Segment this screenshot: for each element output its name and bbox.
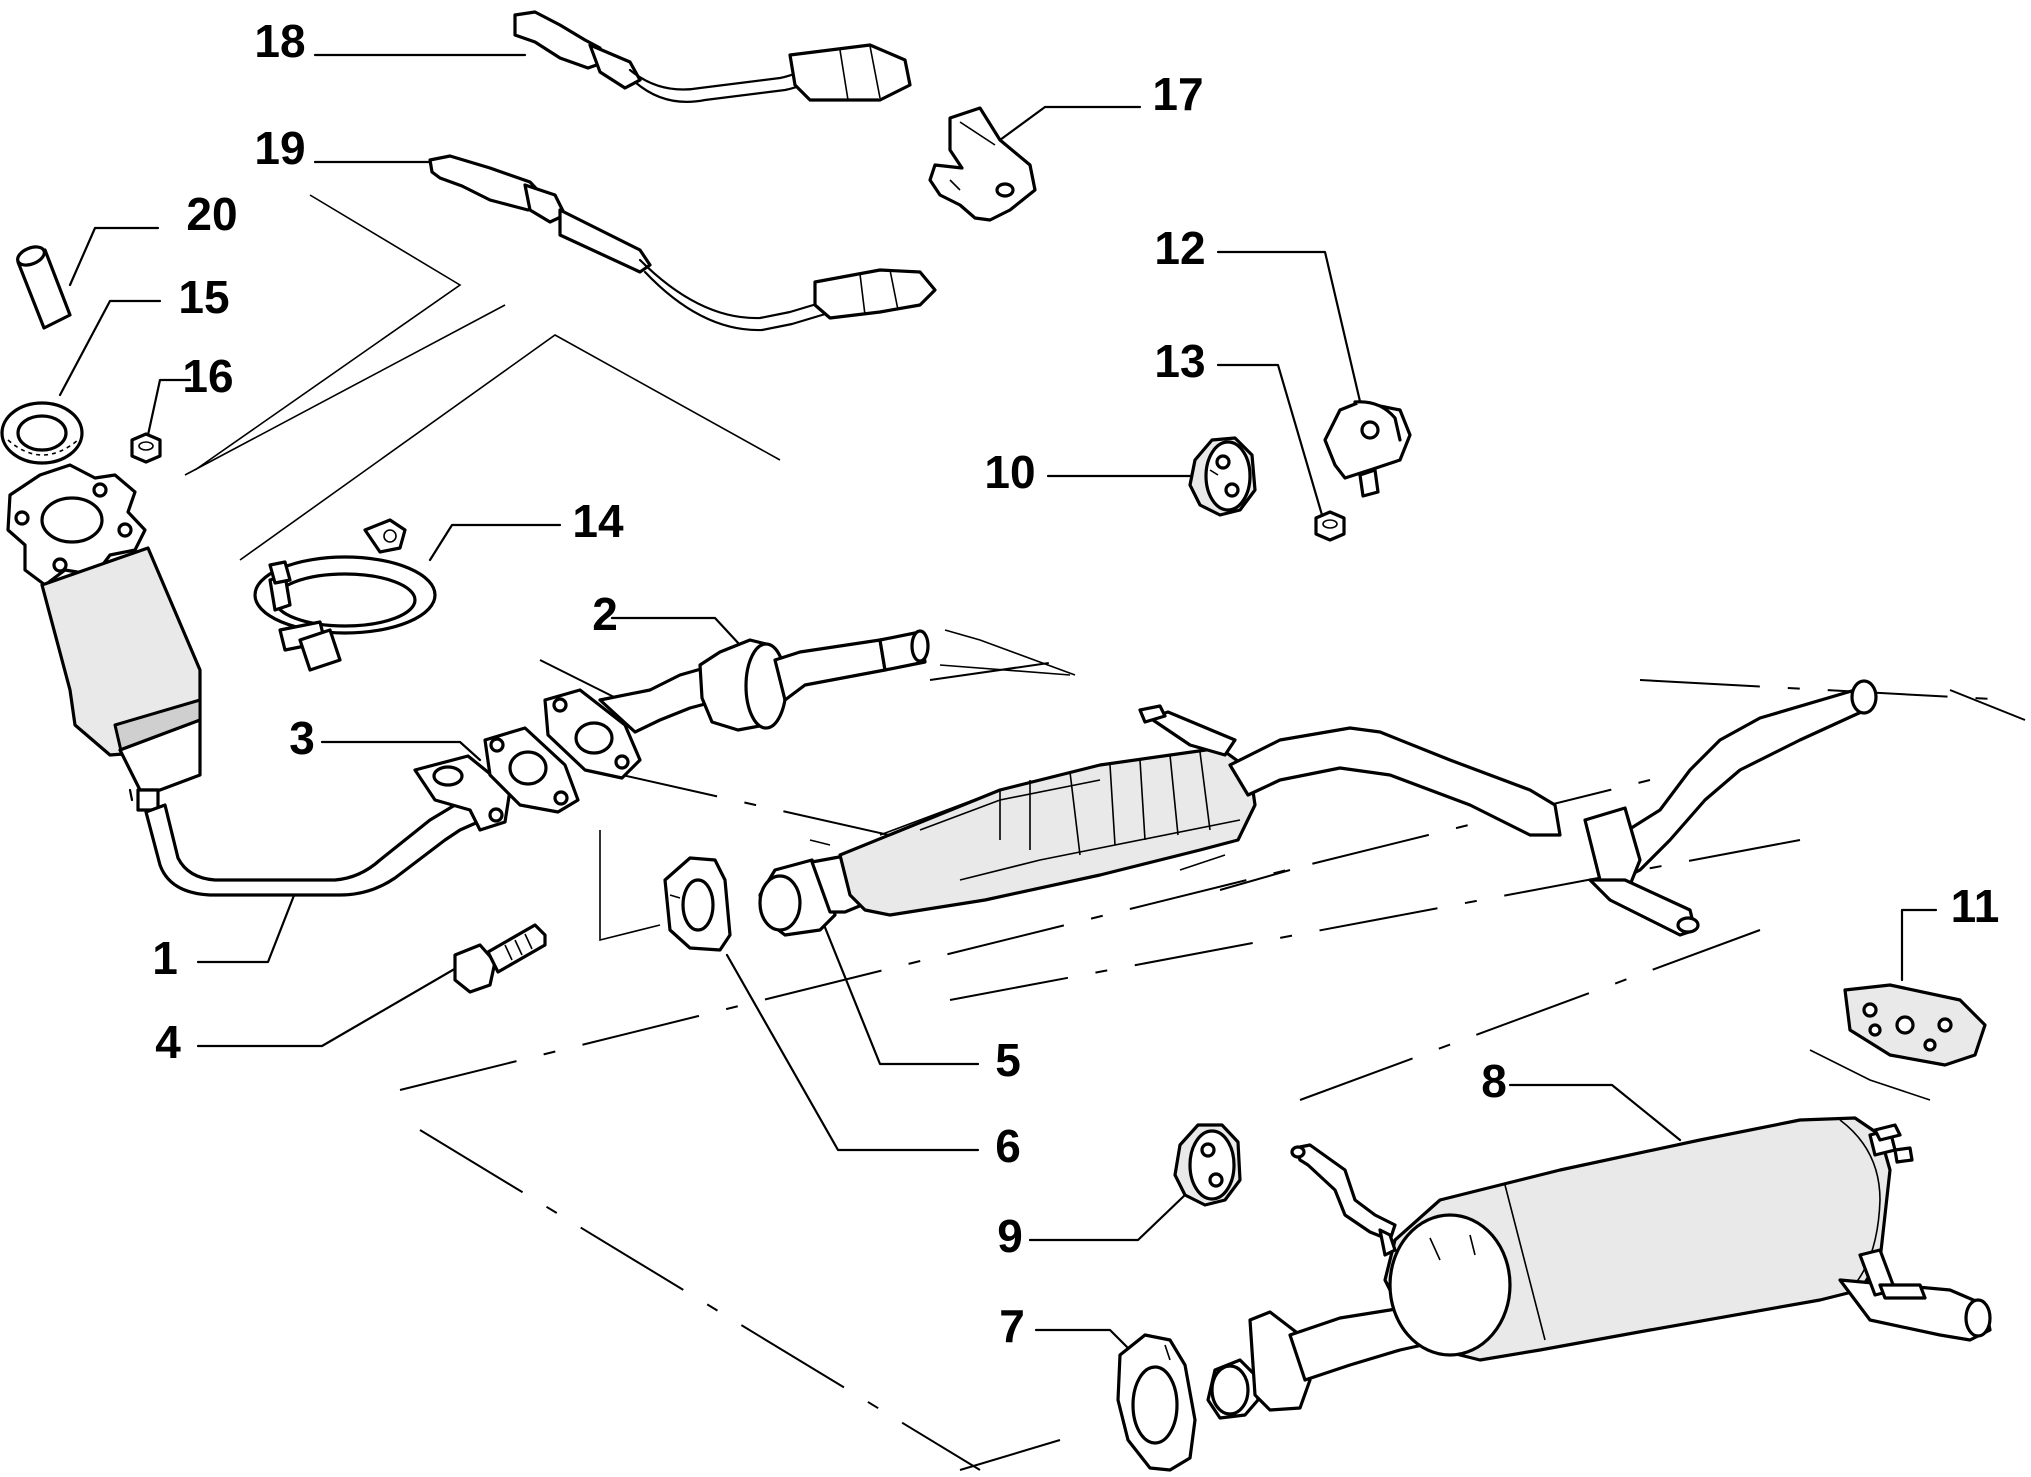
exhaust-clamp: [253, 518, 437, 672]
bolt-4: [453, 923, 547, 994]
bracket-12: [1323, 400, 1412, 498]
callout-3: 3: [289, 712, 315, 764]
callout-6: 6: [995, 1120, 1021, 1172]
nut-13: [1314, 510, 1346, 542]
rubber-hanger-9: [1173, 1123, 1242, 1207]
callout-4: 4: [155, 1016, 181, 1068]
callout-13: 13: [1154, 335, 1205, 387]
callout-5: 5: [995, 1034, 1021, 1086]
sleeve-part: [16, 245, 72, 330]
callout-14: 14: [572, 495, 624, 547]
bracket-17: [928, 106, 1037, 222]
callout-11: 11: [1951, 880, 2000, 932]
callout-7: 7: [999, 1300, 1025, 1352]
callout-leaders: [58, 53, 1938, 1382]
callout-12: 12: [1154, 222, 1205, 274]
assembly-guide-lines: [184, 194, 2026, 1471]
flange-gasket-3: [483, 726, 580, 814]
intermediate-pipe-resonator: [543, 629, 930, 780]
callout-18: 18: [254, 15, 305, 67]
nut-16: [130, 432, 162, 464]
oxygen-sensor-upper: [513, 10, 912, 103]
callout-9: 9: [997, 1210, 1023, 1262]
callout-15: 15: [178, 271, 229, 323]
gasket-6: [663, 856, 732, 952]
gasket-ring: [0, 401, 84, 465]
rubber-hanger-10: [1188, 436, 1257, 517]
rubber-mount-11: [1843, 983, 1987, 1067]
center-muffler: [758, 679, 1878, 937]
gasket-7: [1116, 1333, 1197, 1472]
callout-1: 1: [152, 932, 178, 984]
callout-20: 20: [186, 188, 237, 240]
callout-17: 17: [1152, 68, 1203, 120]
callout-16: 16: [182, 350, 233, 402]
callout-2: 2: [592, 588, 618, 640]
oxygen-sensor-lower: [428, 154, 937, 332]
catalytic-converter-front-pipe: [6, 463, 512, 897]
callout-8: 8: [1481, 1055, 1507, 1107]
callout-19: 19: [254, 122, 305, 174]
callout-10: 10: [984, 446, 1035, 498]
callout-numbers: 1 2 3 4 5 6 7 8 9 10 11 12 13 14 15 16 1…: [152, 15, 1999, 1352]
rear-muffler: [1206, 1116, 1992, 1420]
